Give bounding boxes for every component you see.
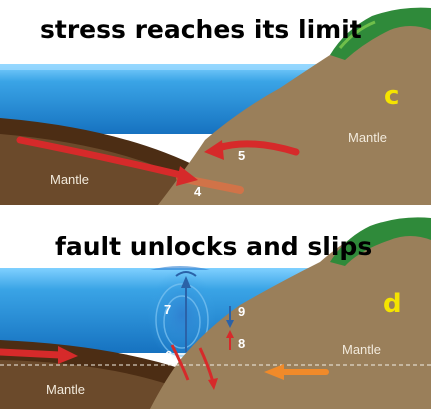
panel-d-title: fault unlocks and slips [55,232,372,261]
label-5: 5 [238,148,245,163]
panel-c: stress reaches its limit c Mantle Mantle… [0,7,431,205]
panel-c-letter: c [384,81,399,111]
plate-motion-arrow-c [16,136,189,180]
continent-c [158,9,431,205]
label-8: 8 [238,336,245,351]
panel-d: fault unlocks and slips d Mantle Mantle … [0,217,431,409]
continent-push-arrow-c [214,140,300,156]
grass-d [330,217,431,266]
panel-divider [0,205,431,223]
mantle-label-left-c: Mantle [50,172,89,187]
plate-motion-arrow-d [0,348,64,359]
label-4: 4 [194,184,202,199]
label-7: 7 [164,302,171,317]
grass-c [330,7,431,60]
mantle-label-right-c: Mantle [348,130,387,145]
panel-d-letter: d [383,289,402,319]
slip-arrow-a [170,344,190,381]
panel-c-title: stress reaches its limit [40,15,362,44]
mantle-label-left-d: Mantle [46,382,85,397]
label-6: 6 [165,348,172,363]
continent-d [150,219,431,409]
label-9: 9 [238,304,245,319]
mantle-label-right-d: Mantle [342,342,381,357]
slip-arrow-b [198,347,215,383]
